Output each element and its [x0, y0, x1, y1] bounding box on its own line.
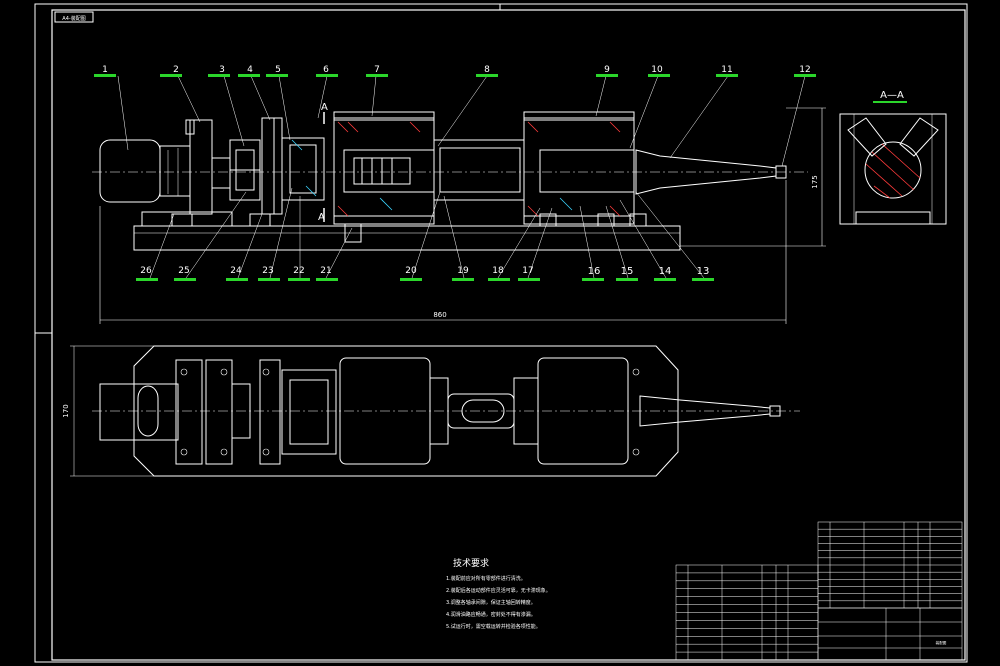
part-number-23: 23 [262, 266, 273, 276]
part-tags-top [94, 74, 816, 77]
part-number-16: 16 [588, 266, 601, 277]
part-tag-19 [452, 278, 474, 281]
part-tag-17 [518, 278, 540, 281]
bearing-housing-1 [281, 137, 325, 201]
tech-requirement-2: 2.装配后各运动部件应灵活可靠，无卡滞现象。 [446, 587, 551, 594]
section-view-aa [839, 101, 947, 225]
part-number-3: 3 [219, 65, 225, 75]
part-number-2: 2 [173, 65, 179, 75]
leaders-top [117, 75, 806, 167]
part-number-17: 17 [522, 266, 533, 276]
part-tag-11 [716, 74, 738, 77]
title-tab: A4-装配图 [54, 11, 94, 23]
part-tag-10 [648, 74, 670, 77]
plan-coupling-block [281, 369, 337, 455]
plan-base [133, 345, 679, 477]
part-number-20: 20 [405, 266, 417, 276]
part-tag-26 [136, 278, 158, 281]
section-outline [839, 113, 947, 225]
plan-view [70, 345, 800, 477]
front-view [92, 111, 808, 251]
plan-housing-2 [537, 357, 629, 465]
outer-border [34, 3, 968, 663]
tech-requirements: 技术要求 1.装配前应对所有零部件进行清洗。 2.装配后各运动部件应灵活可靠，无… [446, 557, 551, 630]
part-number-8: 8 [484, 65, 490, 75]
part-number-24: 24 [230, 266, 242, 276]
part-tags-bottom [136, 278, 714, 281]
part-tag-3 [208, 74, 230, 77]
part-tag-7 [366, 74, 388, 77]
part-tag-4 [238, 74, 260, 77]
support-plate [261, 117, 275, 215]
tech-requirement-4: 4.润滑油路应畅通，密封处不得有渗漏。 [446, 611, 536, 618]
tech-requirement-1: 1.装配前应对所有零部件进行清洗。 [446, 575, 526, 582]
part-tag-2 [160, 74, 182, 77]
part-number-12: 12 [799, 65, 810, 75]
tool-tip [775, 165, 787, 179]
part-tag-13 [692, 278, 714, 281]
part-tag-14 [654, 278, 676, 281]
motor [99, 139, 161, 203]
width-label: 170 [62, 404, 70, 417]
front-dimensions [99, 107, 826, 324]
part-tag-22 [288, 278, 310, 281]
drawing-number: 装配图 [936, 640, 947, 645]
part-number-1: 1 [102, 65, 108, 75]
section-mark-top: A [321, 102, 328, 113]
plan-motor [99, 383, 179, 441]
part-tag-24 [226, 278, 248, 281]
part-tag-1 [94, 74, 116, 77]
part-tag-23 [258, 278, 280, 281]
part-tag-9 [596, 74, 618, 77]
title-tab-text: A4-装配图 [62, 15, 85, 22]
base-plate [133, 225, 681, 251]
height-label: 175 [811, 175, 819, 188]
spindle-housing-1 [333, 117, 435, 225]
part-number-6: 6 [323, 65, 329, 75]
part-number-5: 5 [275, 65, 281, 75]
central-tube [433, 139, 525, 201]
part-tag-12 [794, 74, 816, 77]
part-number-26: 26 [140, 266, 152, 276]
inner-border [51, 9, 966, 661]
part-number-25: 25 [178, 266, 189, 276]
part-number-19: 19 [457, 266, 469, 276]
part-tag-5 [266, 74, 288, 77]
part-numbers-top: 1 2 3 4 5 6 7 8 9 10 11 12 [102, 65, 811, 75]
part-tag-6 [316, 74, 338, 77]
part-tag-8 [476, 74, 498, 77]
part-number-4: 4 [247, 65, 253, 75]
part-number-13: 13 [697, 266, 710, 277]
overall-length-label: 860 [433, 311, 446, 319]
part-number-9: 9 [604, 65, 610, 75]
part-number-22: 22 [293, 266, 304, 276]
part-tag-20 [400, 278, 422, 281]
tech-requirement-5: 5.试运行时，需空载运转并检验各项性能。 [446, 623, 541, 630]
part-number-14: 14 [659, 266, 672, 277]
part-number-7: 7 [374, 65, 380, 75]
part-tag-25 [174, 278, 196, 281]
section-aa-label: A—A [880, 90, 904, 101]
part-tag-21 [316, 278, 338, 281]
tech-requirements-heading: 技术要求 [453, 557, 489, 569]
tech-requirement-3: 3.调整各轴承间隙，保证主轴回转精度。 [446, 599, 536, 606]
part-number-18: 18 [492, 266, 504, 276]
title-block [817, 607, 963, 661]
part-number-15: 15 [621, 266, 634, 277]
part-number-21: 21 [320, 266, 331, 276]
part-tag-18 [488, 278, 510, 281]
part-numbers-bottom: 26 25 24 23 22 21 20 19 18 17 16 15 14 1… [140, 266, 709, 277]
shaft-section [864, 141, 922, 199]
part-number-10: 10 [651, 65, 663, 75]
part-number-11: 11 [721, 65, 732, 75]
part-tag-16 [582, 278, 604, 281]
leaders-bottom [149, 187, 705, 279]
parts-list [675, 521, 963, 661]
part-tag-15 [616, 278, 638, 281]
section-mark-bottom: A [318, 212, 325, 223]
